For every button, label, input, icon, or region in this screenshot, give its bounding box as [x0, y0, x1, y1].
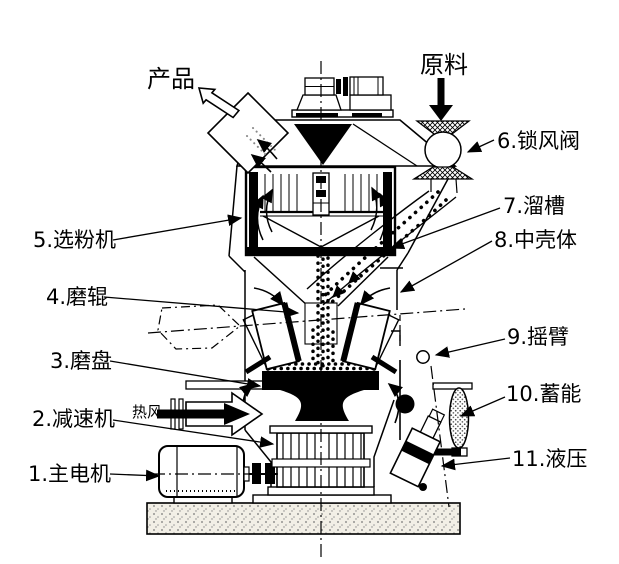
foundation-slab	[146, 502, 461, 535]
label-product: 产品	[147, 65, 195, 93]
hydraulic-axis	[430, 365, 450, 508]
label-main-motor: 1.主电机	[28, 462, 111, 486]
leader-feed-chute	[389, 207, 501, 250]
label-raw-material: 原料	[420, 51, 468, 79]
leader-rocker-arm	[434, 338, 506, 358]
leader-lines	[103, 139, 511, 482]
product-flow-arrow	[197, 87, 241, 119]
label-grinding-disc: 3.磨盘	[50, 349, 112, 373]
leader-reducer	[112, 419, 275, 448]
label-hydraulic: 11.液压	[512, 447, 587, 471]
classifier-drive	[291, 76, 394, 118]
hot-air-flow-arrow	[157, 403, 250, 425]
leader-grinding-roller	[103, 296, 300, 318]
gearbox-base-plate	[252, 494, 392, 504]
anchor-dot	[419, 483, 427, 491]
leader-accumulator	[459, 396, 506, 417]
label-rocker-arm: 9.摇臂	[507, 325, 569, 349]
motor-body	[158, 445, 245, 498]
rocker-arm-assembly	[391, 315, 430, 440]
center-lines	[147, 61, 466, 557]
label-reducer: 2.减速机	[32, 407, 115, 431]
label-hot-air: 热风	[132, 403, 162, 421]
grinding-disc	[262, 371, 379, 390]
label-middle-shell: 8.中壳体	[494, 228, 577, 252]
airflow-arrows-classifier	[252, 186, 391, 241]
label-air-lock-valve: 6.锁风阀	[497, 129, 580, 153]
roller-swing-out-ghost	[157, 304, 241, 350]
right-skirt	[373, 399, 395, 487]
leader-classifier	[112, 214, 243, 241]
leader-main-motor	[109, 469, 161, 482]
air-lock-valve	[411, 120, 475, 194]
raw-material-arrow	[429, 78, 453, 121]
hydraulic-cylinder	[389, 408, 446, 488]
rocker-pivot	[395, 394, 415, 414]
accumulator	[420, 382, 473, 457]
leader-hydraulic	[440, 457, 511, 471]
label-feed-chute: 7.溜槽	[503, 194, 565, 218]
rocker-pin	[416, 350, 430, 364]
top-cap	[235, 119, 458, 167]
leader-grinding-disc	[109, 360, 262, 390]
disc-pedestal	[280, 390, 364, 421]
roller-swing-axis	[147, 308, 466, 334]
reducer-gearbox	[252, 425, 392, 504]
leader-air-lock-valve	[466, 139, 495, 153]
product-outlet-duct	[197, 87, 290, 175]
label-accumulator: 10.蓄能	[506, 382, 581, 406]
grinding-roller-right	[340, 301, 400, 375]
label-classifier: 5.选粉机	[33, 228, 116, 252]
leader-middle-shell	[399, 240, 493, 293]
label-grinding-roller: 4.磨辊	[46, 285, 108, 309]
feed-cone	[294, 124, 352, 165]
grinding-roller-left	[242, 301, 302, 375]
